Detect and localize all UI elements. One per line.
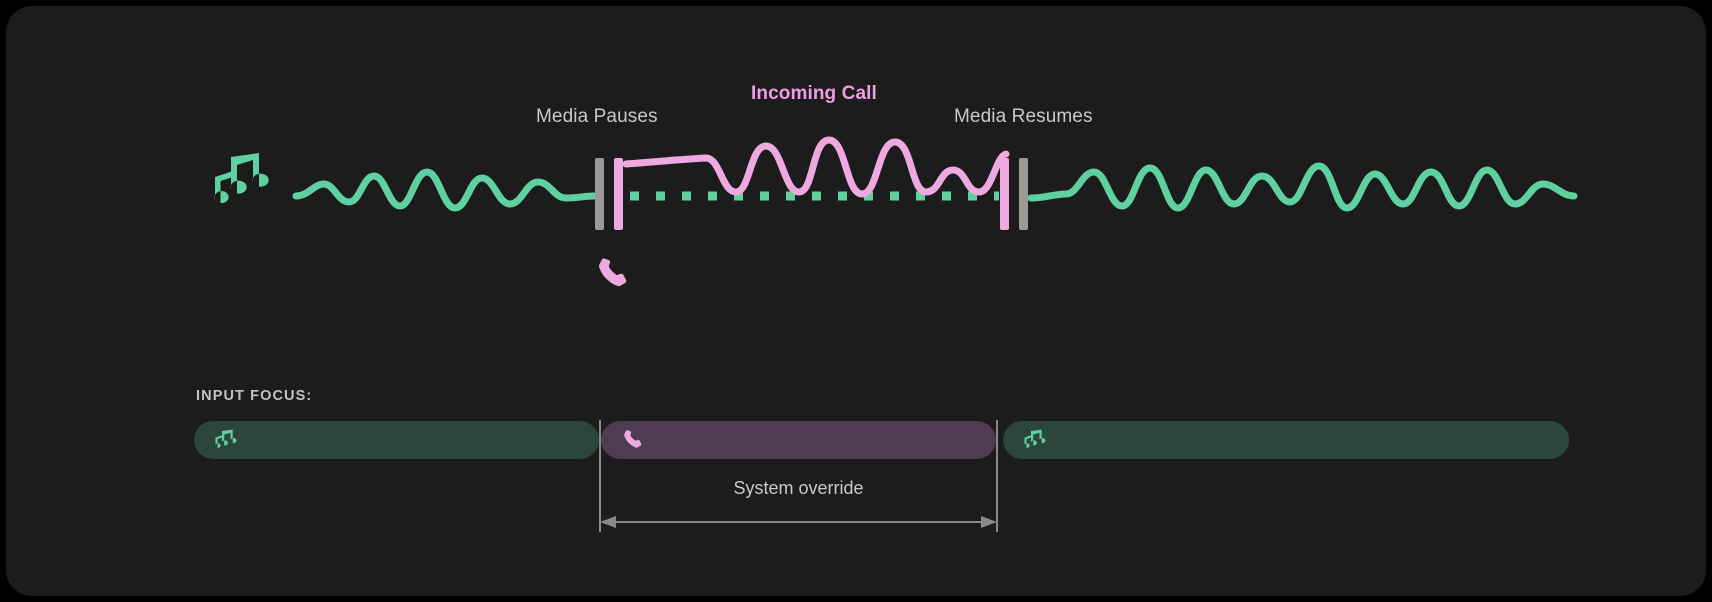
label-media-pauses: Media Pauses bbox=[536, 106, 658, 127]
override-measure bbox=[599, 420, 998, 532]
focus-segment-media-after[interactable] bbox=[1003, 421, 1569, 459]
timeline-waveforms bbox=[292, 136, 1578, 230]
call-waveform bbox=[622, 136, 1010, 198]
measure-arrow-right bbox=[981, 516, 997, 528]
pause-marker-grey bbox=[595, 158, 604, 230]
call-end-marker-pink bbox=[1000, 158, 1009, 230]
label-incoming-call: Incoming Call bbox=[751, 83, 877, 104]
music-notes-icon bbox=[215, 429, 237, 448]
focus-segment-call[interactable] bbox=[601, 421, 996, 459]
phone-icon bbox=[624, 430, 642, 448]
call-start-marker-pink bbox=[614, 158, 623, 230]
label-media-resumes: Media Resumes bbox=[954, 106, 1093, 127]
media-waveform-before bbox=[292, 168, 598, 212]
measure-arrow-left bbox=[600, 516, 616, 528]
music-notes-icon bbox=[1024, 429, 1046, 448]
media-waveform-after bbox=[1027, 162, 1578, 212]
focus-segment-media-before[interactable] bbox=[194, 421, 599, 459]
input-focus-title: INPUT FOCUS: bbox=[196, 388, 313, 404]
phone-icon bbox=[598, 258, 627, 287]
input-focus-section: INPUT FOCUS: bbox=[6, 336, 1706, 596]
music-notes-icon bbox=[214, 153, 269, 204]
audio-timeline: Media Pauses Incoming Call Media Resumes bbox=[6, 6, 1706, 336]
system-override-label: System override bbox=[733, 478, 864, 498]
resume-marker-grey bbox=[1019, 158, 1028, 230]
illustration-card: Media Pauses Incoming Call Media Resumes… bbox=[6, 6, 1706, 596]
